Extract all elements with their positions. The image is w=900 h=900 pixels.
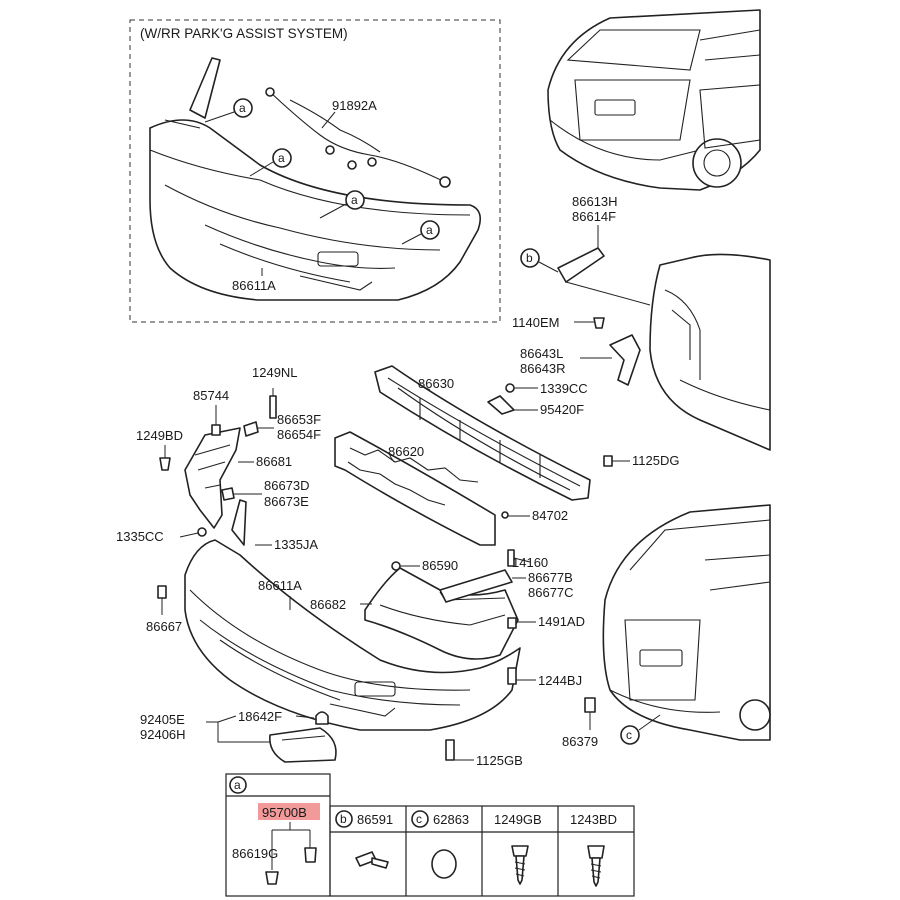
legend-header-62863: 62863 — [433, 812, 469, 827]
callout-c-vehicle: c — [620, 714, 661, 745]
lower-valance — [364, 567, 519, 660]
legend-header-86591: 86591 — [357, 812, 393, 827]
svg-text:a: a — [239, 101, 246, 115]
label-86654F: 86654F — [277, 427, 321, 442]
legend-table: a 95700B 86619G b 86591 c 62863 1249GB 1… — [225, 773, 635, 897]
legend-callout-c: c — [411, 810, 429, 828]
label-86614F: 86614F — [572, 209, 616, 224]
legend-callout-a: a — [229, 776, 247, 794]
bolt-1125GB: 1125GB — [445, 739, 523, 768]
callout-a-1: a — [204, 98, 253, 123]
svg-text:a: a — [234, 778, 241, 792]
label-86673E: 86673E — [264, 494, 309, 509]
label-86682: 86682 — [310, 597, 346, 612]
reinforcement-beam — [374, 365, 591, 501]
label-86620: 86620 — [388, 444, 424, 459]
label-86379: 86379 — [562, 734, 598, 749]
label-1335CC: 1335CC — [116, 529, 164, 544]
legend-callout-b: b — [335, 810, 353, 828]
svg-text:a: a — [351, 193, 358, 207]
label-1140EM: 1140EM — [512, 315, 559, 330]
grommet-62863 — [431, 849, 457, 879]
vehicle-rear-view-bottom: 86379 c — [562, 504, 771, 749]
label-86677C: 86677C — [528, 585, 574, 600]
label-1249NL: 1249NL — [252, 365, 298, 380]
main-bumper-cover — [184, 539, 521, 731]
label-86611A-inset: 86611A — [232, 278, 276, 293]
legend-header-1249GB: 1249GB — [494, 812, 542, 827]
svg-text:a: a — [278, 151, 285, 165]
callout-a-2: a — [249, 148, 292, 177]
vehicle-rear-view-top — [547, 9, 761, 191]
rear-reflector — [268, 727, 337, 763]
callout-a-4: a — [401, 220, 440, 245]
left-bracket-group: 1249NL 85744 86653F 86654F 1249BD 86681 … — [136, 365, 321, 529]
label-92406H: 92406H — [140, 727, 186, 742]
label-1339CC: 1339CC — [540, 381, 588, 396]
fastener-86591 — [355, 851, 389, 869]
energy-absorber-group: 86620 84702 — [334, 431, 568, 546]
inset-bumper-cover — [149, 119, 481, 301]
legend-header-1243BD: 1243BD — [570, 812, 617, 827]
label-86677B: 86677B — [528, 570, 573, 585]
bracket-86681 — [184, 427, 241, 529]
label-86643R: 86643R — [520, 361, 566, 376]
callout-b-bracket: b — [520, 248, 559, 273]
legend-sub-86619G: 86619G — [232, 846, 278, 861]
park-assist-title: (W/RR PARK'G ASSIST SYSTEM) — [140, 26, 348, 41]
side-bracket — [557, 247, 605, 283]
label-1244BJ: 1244BJ — [538, 673, 582, 688]
legend-code-95700B: 95700B — [262, 805, 307, 820]
label-86643L: 86643L — [520, 346, 563, 361]
screw-1249GB — [511, 845, 529, 885]
label-86611A: 86611A — [258, 578, 302, 593]
label-1125DG: 1125DG — [632, 453, 679, 468]
label-14160: 14160 — [512, 555, 548, 570]
callout-a-3: a — [319, 190, 365, 219]
label-92405E: 92405E — [140, 712, 185, 727]
highlight-95700B — [258, 803, 320, 820]
svg-text:c: c — [416, 812, 422, 826]
label-86613H: 86613H — [572, 194, 618, 209]
label-84702: 84702 — [532, 508, 568, 523]
reinforcement-beam-group: 86630 1339CC 95420F 1125DG — [374, 365, 679, 501]
wiring-harness — [269, 91, 446, 183]
svg-text:a: a — [426, 223, 433, 237]
screw-1243BD — [587, 845, 605, 887]
label-95420F: 95420F — [540, 402, 584, 417]
label-1125GB: 1125GB — [476, 753, 523, 768]
label-86630: 86630 — [418, 376, 454, 391]
label-86673D: 86673D — [264, 478, 310, 493]
main-bumper-group: 1335JA 1335CC 86611A 86667 — [116, 499, 521, 731]
label-91892A: 91892A — [332, 98, 377, 113]
side-bracket-group: 86613H 86614F b 1140EM 86643L 86643R — [512, 194, 771, 451]
label-18642F: 18642F — [238, 709, 282, 724]
label-86667: 86667 — [146, 619, 182, 634]
energy-absorber — [334, 431, 496, 546]
lower-valance-group: 86590 86682 14160 86677B 86677C 1491AD 1… — [310, 549, 585, 688]
label-1491AD: 1491AD — [538, 614, 585, 629]
label-86681: 86681 — [256, 454, 292, 469]
label-1249BD: 1249BD — [136, 428, 183, 443]
svg-text:b: b — [526, 251, 533, 265]
reflector-group: 18642F 92405E 92406H — [140, 709, 337, 763]
bracket-86643 — [609, 334, 641, 386]
label-85744: 85744 — [193, 388, 229, 403]
label-86590: 86590 — [422, 558, 458, 573]
svg-text:c: c — [626, 728, 632, 742]
label-1335JA: 1335JA — [274, 537, 318, 552]
svg-text:b: b — [340, 812, 347, 826]
park-assist-inset: (W/RR PARK'G ASSIST SYSTEM) a a a — [129, 19, 501, 323]
label-86653F: 86653F — [277, 412, 321, 427]
